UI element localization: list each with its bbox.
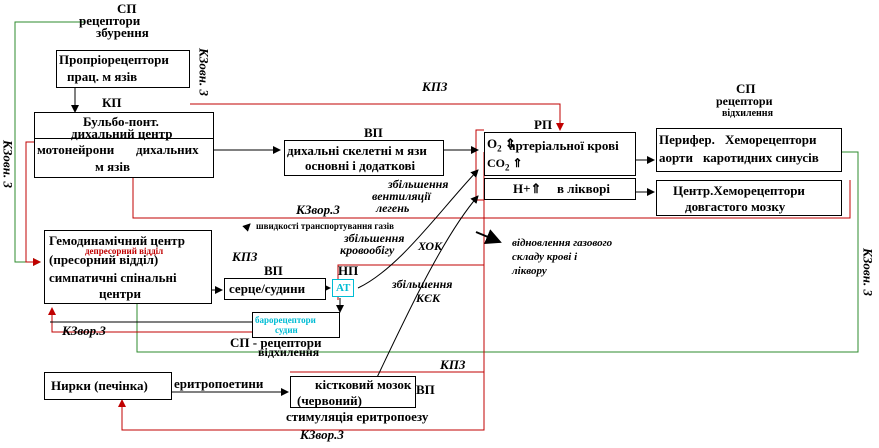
rp-liquor-h: Н+⇑ xyxy=(513,181,542,196)
side-top-mid: КЗовн. 3 xyxy=(196,48,212,96)
blood-flow-line2: кровообігу xyxy=(340,243,395,257)
red-loop-left xyxy=(25,141,41,266)
vp-resp-tag: ВП xyxy=(364,125,383,140)
side-left-mid: КЗовн. 3 xyxy=(0,140,16,188)
kek-line1: збільшення xyxy=(392,277,453,291)
heart-label: серце/судини xyxy=(229,281,306,296)
kpz-top-label: КПЗ xyxy=(422,79,448,94)
arrow-recovery xyxy=(475,229,502,244)
blood-flow-khok: ХОК xyxy=(418,239,443,253)
baro-sp-line2: відхилення xyxy=(258,345,320,359)
top-sp-line1: рецептори xyxy=(79,13,141,28)
vp-heart-tag: ВП xyxy=(264,263,283,278)
resp-line2: основні і додаткові xyxy=(305,158,416,173)
at-label: АТ xyxy=(336,282,351,294)
kidney-box: Нирки (печінка) xyxy=(44,372,172,400)
hemo-line3: симпатичні спінальні xyxy=(49,270,177,285)
peripher-box: Перифер. Хеморецептори аорти каротидних … xyxy=(656,128,842,172)
bulbo-box: Бульбо-понт. дихальний центр мотонейрони… xyxy=(34,112,214,178)
peripher-line2a: аорти xyxy=(659,150,693,165)
vent-line1: збільшення xyxy=(388,177,449,191)
rp-liquor-box: Н+⇑ в лікворі xyxy=(484,178,636,200)
marrow-tag: ВП xyxy=(416,382,435,397)
central-line2: довгастого мозку xyxy=(685,199,786,214)
hemo-line1: Гемодинамічний центр xyxy=(49,233,185,248)
red-loop-baro xyxy=(48,307,252,333)
top-sp-line2: збурення xyxy=(96,25,149,40)
erythro-label: еритропоетини xyxy=(174,376,264,391)
hemo-line4: центри xyxy=(99,286,142,301)
bulbo-line2: дихальний центр xyxy=(71,126,173,141)
proprio-line2: прац. м язів xyxy=(67,69,138,84)
resp-line1: дихальні скелетні м язи xyxy=(287,143,427,158)
rp-line1: артеріальної крові xyxy=(509,138,619,153)
side-right: КЗовн. 3 xyxy=(860,248,876,296)
central-box: Центр.Хеморецептори довгастого мозку xyxy=(656,180,842,216)
kzvor-mid-label: КЗвор.3 xyxy=(296,202,340,217)
marrow-line1: кістковий мозок xyxy=(315,377,412,392)
peripher-line1b: Хеморецептори xyxy=(725,132,817,147)
recovery-line3: ліквору xyxy=(512,265,547,277)
transport-label: швидкості транспортування газів xyxy=(256,221,394,231)
green-loop-right xyxy=(133,151,859,353)
hemo-depressor: депресорний відділ xyxy=(85,246,164,256)
kek-line2: КЄК xyxy=(416,291,441,305)
bulbo-line1: Бульбо-понт. xyxy=(83,114,159,129)
baro-sp-label: СП - рецептори xyxy=(230,335,322,350)
red-loop-top xyxy=(190,103,564,131)
red-loop-mid xyxy=(129,149,851,219)
kp-label: КП xyxy=(102,95,122,110)
rp-o2: О2 ⇕ xyxy=(487,136,516,154)
kpz-mid-label: КПЗ xyxy=(232,249,258,264)
rp-co2: СО2 ⇑ xyxy=(487,156,523,173)
arrow-transport xyxy=(242,223,251,232)
central-line1: Центр.Хеморецептори xyxy=(673,183,805,198)
np-tag: НП xyxy=(338,263,359,278)
recovery-line1: відновлення газового xyxy=(512,237,613,249)
red-bracket-rp xyxy=(475,129,484,201)
bulbo-line3b: дихальних xyxy=(136,142,199,157)
heart-box: серце/судини xyxy=(224,278,326,300)
bulbo-line4: м язів xyxy=(95,159,130,174)
blood-flow-line1: збільшення xyxy=(344,231,405,245)
sp-right-line1: рецептори xyxy=(716,94,773,108)
proprio-box: Пропріорецептори прац. м язів xyxy=(56,50,190,88)
sp-right-line2: відхилення xyxy=(722,108,773,119)
marrow-box: кістковий мозок (червоний) xyxy=(290,376,416,408)
hemo-line2: (пресорний відділ) xyxy=(49,252,159,267)
hemo-box: Гемодинамічний центр депресорний відділ … xyxy=(44,230,212,304)
resp-muscles-box: дихальні скелетні м язи основні і додатк… xyxy=(284,140,444,176)
bulbo-line3a: мотонейрони xyxy=(37,142,115,157)
sp-right-title: СП xyxy=(736,81,756,96)
vent-line3: легень xyxy=(376,201,410,215)
red-loop-bottom xyxy=(118,152,485,431)
kidney-label: Нирки (печінка) xyxy=(51,378,148,393)
peripher-line2b: каротидних синусів xyxy=(703,150,819,165)
recovery-line2: складу крові і xyxy=(512,251,578,263)
peripher-line1a: Перифер. xyxy=(659,132,715,147)
vent-line2: вентиляції xyxy=(372,189,431,203)
bulbo-divider xyxy=(34,138,214,139)
baro-box: барорецептори судин xyxy=(252,312,340,338)
kpz-bottom-label: КПЗ xyxy=(440,357,466,372)
curve-blood-flow xyxy=(357,169,479,289)
baro-line1: барорецептори xyxy=(255,315,316,325)
rp-tag: РП xyxy=(534,117,553,132)
baro-line2: судин xyxy=(275,325,298,335)
at-box: АТ xyxy=(332,279,354,297)
curve-kek xyxy=(369,195,479,393)
rp-liquor: в лікворі xyxy=(557,181,610,196)
top-sp-title: СП xyxy=(117,1,137,16)
proprio-line1: Пропріорецептори xyxy=(59,52,169,67)
kzvor-bottom-label: КЗвор.3 xyxy=(300,427,344,442)
marrow-line2: (червоний) xyxy=(297,393,362,408)
kzvor-left-label: КЗвор.3 xyxy=(62,323,106,338)
rp-blood-box: О2 ⇕ артеріальної крові СО2 ⇑ xyxy=(484,132,636,176)
stimul-label: стимуляція еритропоезу xyxy=(286,409,429,424)
